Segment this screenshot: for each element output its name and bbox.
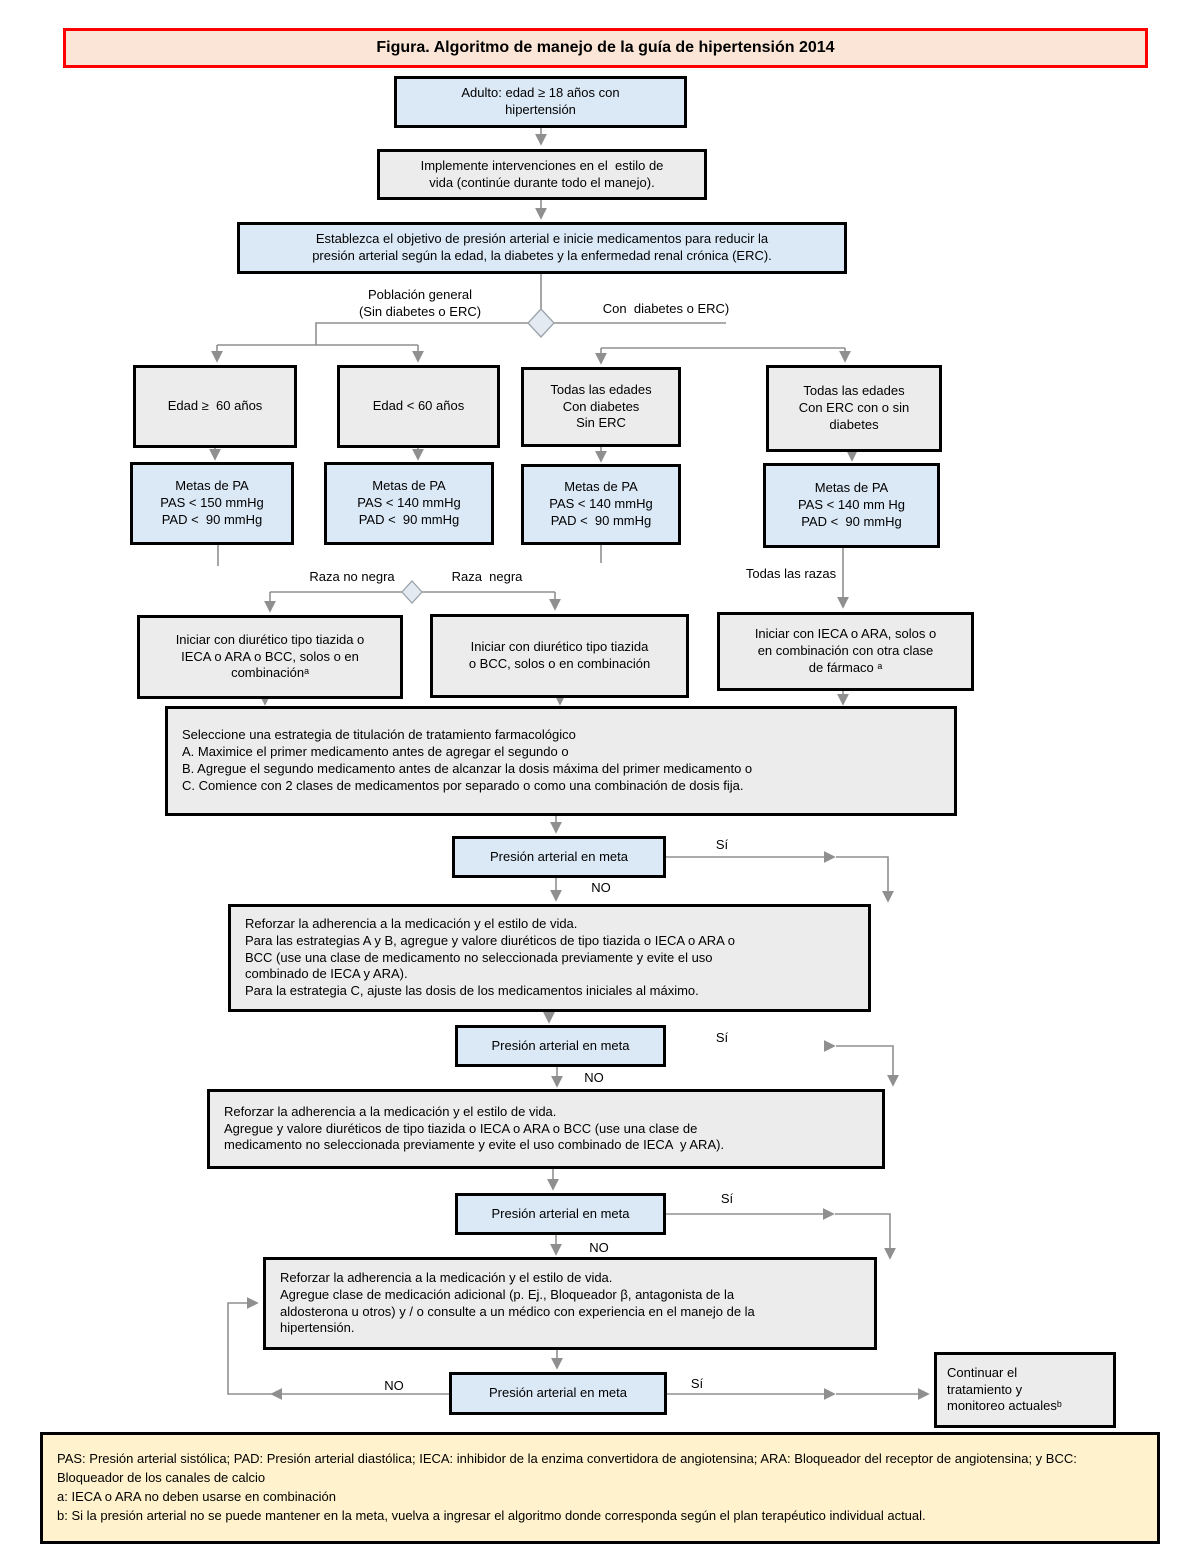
decision-diamond (401, 580, 423, 604)
node-reinforce-adherence-2: Reforzar la adherencia a la medicación y… (207, 1089, 885, 1169)
node-all-ages-ckd: Todas las edades Con ERC con o sin diabe… (766, 365, 942, 452)
node-reinforce-adherence-1: Reforzar la adherencia a la medicación y… (228, 904, 871, 1012)
node-bp-at-goal-2: Presión arterial en meta (455, 1025, 666, 1067)
node-bp-at-goal-3: Presión arterial en meta (455, 1193, 666, 1235)
connector (315, 322, 528, 345)
node-start-ieca-ara: Iniciar con IECA o ARA, solos o en combi… (717, 612, 974, 691)
node-age-ge-60: Edad ≥ 60 años (133, 365, 297, 448)
decision-diamond (527, 308, 555, 338)
node-continue-treatment: Continuar el tratamiento y monitoreo act… (934, 1352, 1116, 1428)
figure-title: Figura. Algoritmo de manejo de la guía d… (63, 28, 1148, 68)
label-no-3: NO (589, 1240, 609, 1255)
branch-label-black-race: Raza negra (451, 569, 523, 584)
branch-label-all-races: Todas las razas (745, 566, 837, 581)
node-bp-at-goal-4: Presión arterial en meta (449, 1372, 667, 1415)
connector (836, 1045, 899, 1087)
node-titration-strategy: Seleccione una estrategia de titulación … (165, 706, 957, 816)
node-start-thiazide-ieca-ara-bcc: Iniciar con diurético tipo tiazida o IEC… (137, 615, 403, 699)
node-bp-goal-1: Metas de PA PAS < 150 mmHg PAD < 90 mmHg (130, 462, 294, 545)
label-yes-2: Sí (715, 1030, 729, 1045)
connector (836, 856, 894, 903)
node-lifestyle-interventions: Implemente intervenciones en el estilo d… (377, 149, 707, 200)
node-adult-hypertension: Adulto: edad ≥ 18 años con hipertensión (394, 76, 687, 128)
footnote-abbreviations: PAS: Presión arterial sistólica; PAD: Pr… (40, 1432, 1160, 1544)
node-start-thiazide-bcc: Iniciar con diurético tipo tiazida o BCC… (430, 614, 689, 698)
node-bp-at-goal-1: Presión arterial en meta (452, 836, 666, 878)
label-yes-3: Sí (720, 1191, 734, 1206)
node-bp-goal-2: Metas de PA PAS < 140 mmHg PAD < 90 mmHg (324, 462, 494, 545)
node-age-lt-60: Edad < 60 años (337, 365, 500, 448)
node-reinforce-adherence-3: Reforzar la adherencia a la medicación y… (263, 1257, 877, 1350)
node-set-bp-goal: Establezca el objetivo de presión arteri… (237, 222, 847, 274)
label-no-2: NO (584, 1070, 604, 1085)
label-yes-4: Sí (690, 1376, 704, 1391)
label-no-1: NO (591, 880, 611, 895)
connector (835, 1213, 896, 1260)
label-yes-1: Sí (715, 837, 729, 852)
node-bp-goal-3: Metas de PA PAS < 140 mmHg PAD < 90 mmHg (521, 464, 681, 545)
branch-label-with-diabetes-ckd: Con diabetes o ERC) (602, 301, 730, 316)
branch-label-nonblack-race: Raza no negra (309, 569, 395, 584)
branch-label-general-population: Población general (Sin diabetes o ERC) (358, 287, 482, 319)
label-no-4: NO (384, 1378, 404, 1393)
node-bp-goal-4: Metas de PA PAS < 140 mm Hg PAD < 90 mmH… (763, 463, 940, 548)
node-all-ages-diabetes: Todas las edades Con diabetes Sin ERC (521, 367, 681, 447)
